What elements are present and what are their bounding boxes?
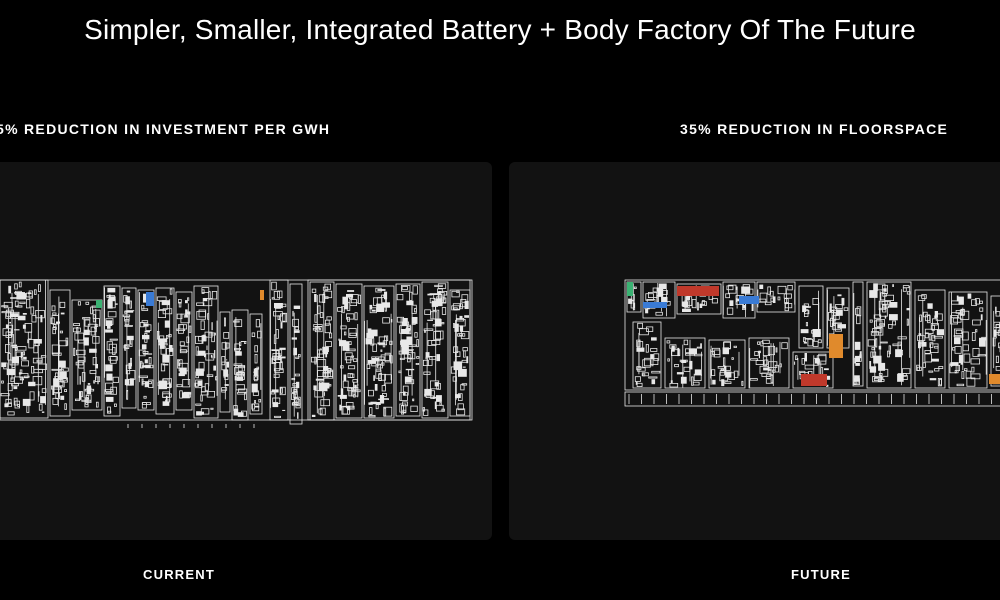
current-layout-panel bbox=[0, 162, 492, 540]
future-heading: 35% REDUCTION IN FLOORSPACE bbox=[680, 121, 949, 137]
current-heading: 5% REDUCTION IN INVESTMENT PER GWH bbox=[0, 121, 331, 137]
current-caption: CURRENT bbox=[143, 567, 215, 582]
future-layout-panel bbox=[509, 162, 1000, 540]
slide-title: Simpler, Smaller, Integrated Battery + B… bbox=[84, 14, 916, 45]
factory-floorplan-current-icon bbox=[0, 279, 473, 428]
future-caption: FUTURE bbox=[791, 567, 851, 582]
factory-floorplan-future-icon bbox=[624, 279, 1000, 407]
